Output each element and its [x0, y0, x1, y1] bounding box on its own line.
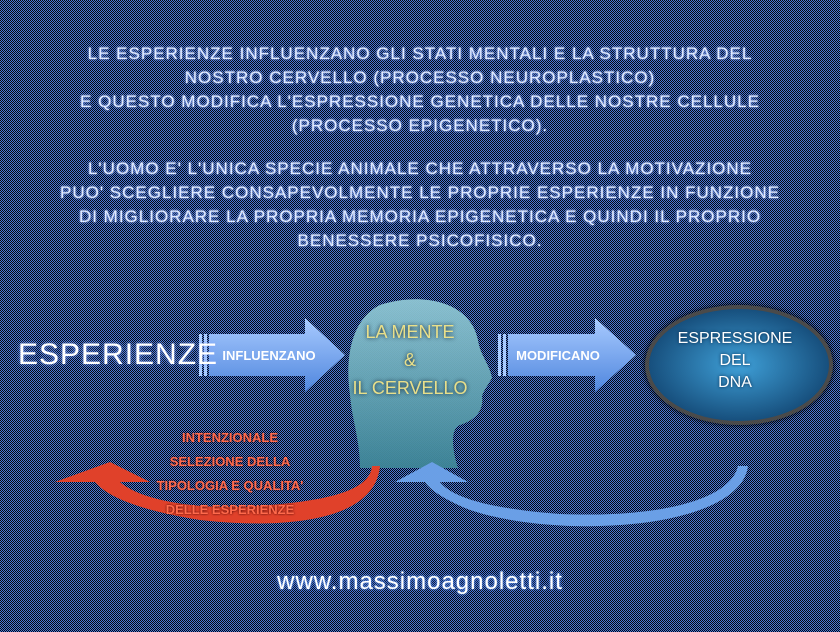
arrow-modificano — [498, 318, 636, 392]
statement-text: L'UOMO E' L'UNICA SPECIE ANIMALE CHE ATT… — [0, 157, 840, 253]
feedback-text: INTENZIONALE SELEZIONE DELLA TIPOLOGIA E… — [140, 426, 320, 522]
intro-text: LE ESPERIENZE INFLUENZANO GLI STATI MENT… — [0, 42, 840, 138]
dna-line: DEL — [719, 352, 751, 369]
feedback-line: INTENZIONALE — [181, 430, 279, 445]
head-line: IL CERVELLO — [352, 378, 468, 398]
dna-line: DNA — [718, 374, 752, 391]
feedback-line: SELEZIONE DELLA — [169, 454, 291, 469]
intro-line: (PROCESSO EPIGENETICO). — [291, 116, 549, 135]
intro-line: E QUESTO MODIFICA L'ESPRESSIONE GENETICA… — [80, 92, 760, 111]
arrow-influenzano — [199, 318, 345, 392]
statement-line: PUO' SCEGLIERE CONSAPEVOLMENTE LE PROPRI… — [60, 183, 780, 202]
statement-line: BENESSERE PSICOFISICO. — [297, 231, 543, 250]
dna-line: ESPRESSIONE — [677, 330, 793, 347]
website-url: www.massimoagnoletti.it — [277, 568, 563, 595]
head-line: & — [403, 350, 416, 370]
arrow-influenzano-label: INFLUENZANO — [209, 334, 329, 376]
dna-text: ESPRESSIONE DEL DNA — [655, 328, 815, 394]
feedback-arrow-red — [55, 462, 380, 524]
intro-line: NOSTRO CERVELLO (PROCESSO NEUROPLASTICO) — [184, 68, 656, 87]
arrow-label: INFLUENZANO — [222, 347, 316, 363]
feedback-line: TIPOLOGIA E QUALITA' — [156, 478, 304, 493]
statement-line: DI MIGLIORARE LA PROPRIA MEMORIA EPIGENE… — [78, 207, 762, 226]
intro-line: LE ESPERIENZE INFLUENZANO GLI STATI MENT… — [87, 44, 753, 63]
source-esperienze: ESPERIENZE — [18, 338, 219, 371]
head-line: LA MENTE — [365, 322, 455, 342]
statement-line: L'UOMO E' L'UNICA SPECIE ANIMALE CHE ATT… — [87, 159, 753, 178]
arrow-modificano-label: MODIFICANO — [508, 334, 608, 376]
feedback-arrow-blue — [395, 462, 748, 527]
dna-circle — [645, 305, 833, 425]
head-text: LA MENTE & IL CERVELLO — [345, 318, 475, 402]
feedback-line: DELLE ESPERIENZE — [165, 502, 295, 517]
arrow-label: MODIFICANO — [516, 347, 600, 363]
head-silhouette — [348, 299, 492, 468]
